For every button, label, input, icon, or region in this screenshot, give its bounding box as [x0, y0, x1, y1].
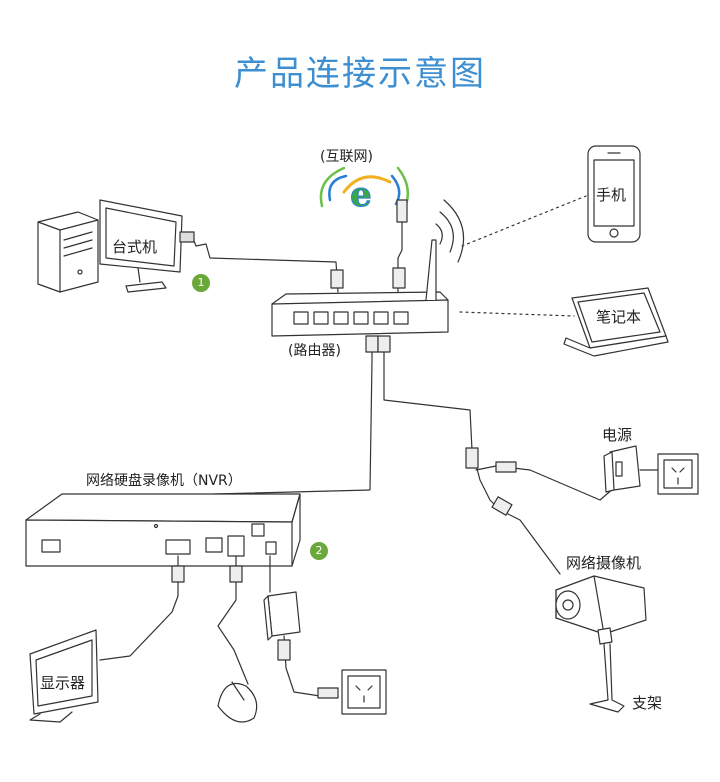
power-adapter-icon [263, 591, 301, 641]
desktop-label: 台式机 [112, 238, 158, 256]
laptop-label: 笔记本 [596, 308, 642, 326]
page-title: 产品连接示意图 [234, 54, 486, 94]
camera-icon [555, 575, 647, 713]
ie-logo-icon: e [319, 166, 410, 216]
laptop-icon [563, 287, 669, 357]
internet-label: (互联网) [320, 149, 373, 165]
router-label: (路由器) [288, 343, 341, 359]
wall-socket-icon [657, 453, 699, 495]
wall-socket-icon [341, 669, 387, 715]
nvr-label: 网络硬盘录像机（NVR） [86, 473, 242, 489]
phone-label: 手机 [596, 186, 627, 204]
mouse-icon [217, 681, 258, 723]
power-label: 电源 [602, 426, 633, 444]
camera-label: 网络摄像机 [566, 554, 642, 572]
nvr-icon [25, 493, 301, 567]
monitor-icon [99, 199, 183, 293]
step-badge-1: 1 [192, 274, 210, 292]
phone-icon [587, 145, 641, 243]
monitor-label: 显示器 [40, 674, 86, 692]
svg-text:e: e [350, 175, 372, 215]
monitor-icon [29, 629, 99, 723]
computer-tower-icon [37, 211, 99, 293]
bracket-label: 支架 [632, 694, 663, 712]
wifi-signal-icon [435, 199, 465, 263]
router-icon [271, 239, 449, 337]
step-badge-2: 2 [310, 542, 328, 560]
